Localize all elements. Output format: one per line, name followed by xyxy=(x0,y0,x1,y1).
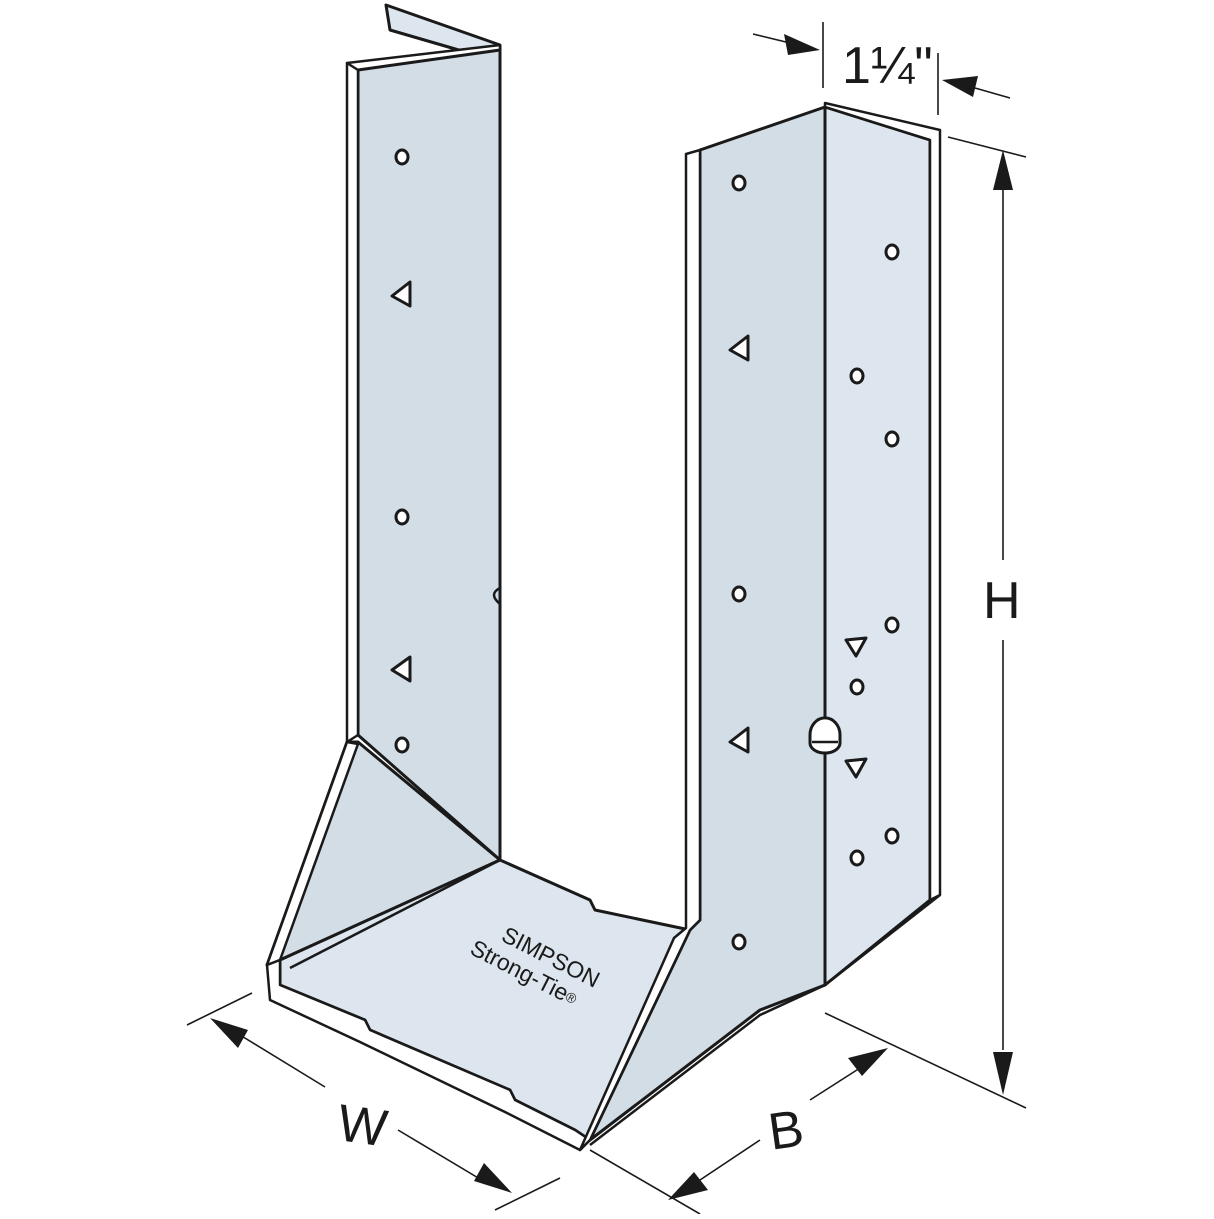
arrow-right-icon xyxy=(784,34,820,55)
triangle-dome-holes xyxy=(390,280,868,779)
dimension-width: W xyxy=(186,992,561,1211)
round-hole-icon xyxy=(884,827,900,845)
round-hole-icon xyxy=(731,174,747,192)
left-side-face xyxy=(356,48,502,862)
obround-slot xyxy=(808,716,842,755)
arrow-upright-icon xyxy=(848,1048,888,1076)
round-hole-icon xyxy=(849,849,865,867)
dimension-flange-width: 1¼" xyxy=(752,22,1011,115)
triangle-hole-icon xyxy=(390,280,412,308)
dimension-height: H xyxy=(824,136,1027,1109)
face-flange xyxy=(823,105,932,987)
left-side-panel xyxy=(345,3,502,862)
round-hole-icon xyxy=(884,616,900,634)
triangle-hole-icon xyxy=(844,636,868,658)
seat-front-edge xyxy=(265,958,592,1152)
round-hole-icon xyxy=(394,148,410,166)
arrow-downleft-icon xyxy=(668,1172,708,1200)
slot-hole-icon xyxy=(808,716,842,755)
round-hole-icon xyxy=(394,736,410,754)
round-hole-icon xyxy=(849,678,865,696)
dimension-bearing: B xyxy=(589,1048,888,1215)
left-side-notch xyxy=(492,586,501,605)
round-nail-holes xyxy=(394,148,900,951)
triangle-hole-icon xyxy=(844,757,868,779)
arrow-up-icon xyxy=(993,150,1013,190)
height-label: H xyxy=(983,572,1021,630)
triangle-hole-icon xyxy=(728,334,750,362)
width-label: W xyxy=(334,1094,391,1158)
arrow-upleft-icon xyxy=(210,1018,248,1048)
seat-panel: SIMPSON Strong-Tie® xyxy=(265,740,692,1152)
round-hole-icon xyxy=(731,933,747,951)
arrow-down-icon xyxy=(993,1052,1013,1095)
arrow-left-icon xyxy=(942,76,978,97)
arrow-downright-icon xyxy=(474,1163,512,1193)
round-hole-icon xyxy=(731,585,747,603)
bearing-label: B xyxy=(765,1099,807,1161)
round-hole-icon xyxy=(884,243,900,261)
round-hole-icon xyxy=(394,508,410,526)
round-hole-icon xyxy=(849,367,865,385)
round-hole-icon xyxy=(884,430,900,448)
flange-width-label: 1¼" xyxy=(842,37,933,95)
triangle-hole-icon xyxy=(728,726,750,754)
triangle-hole-icon xyxy=(390,655,412,683)
